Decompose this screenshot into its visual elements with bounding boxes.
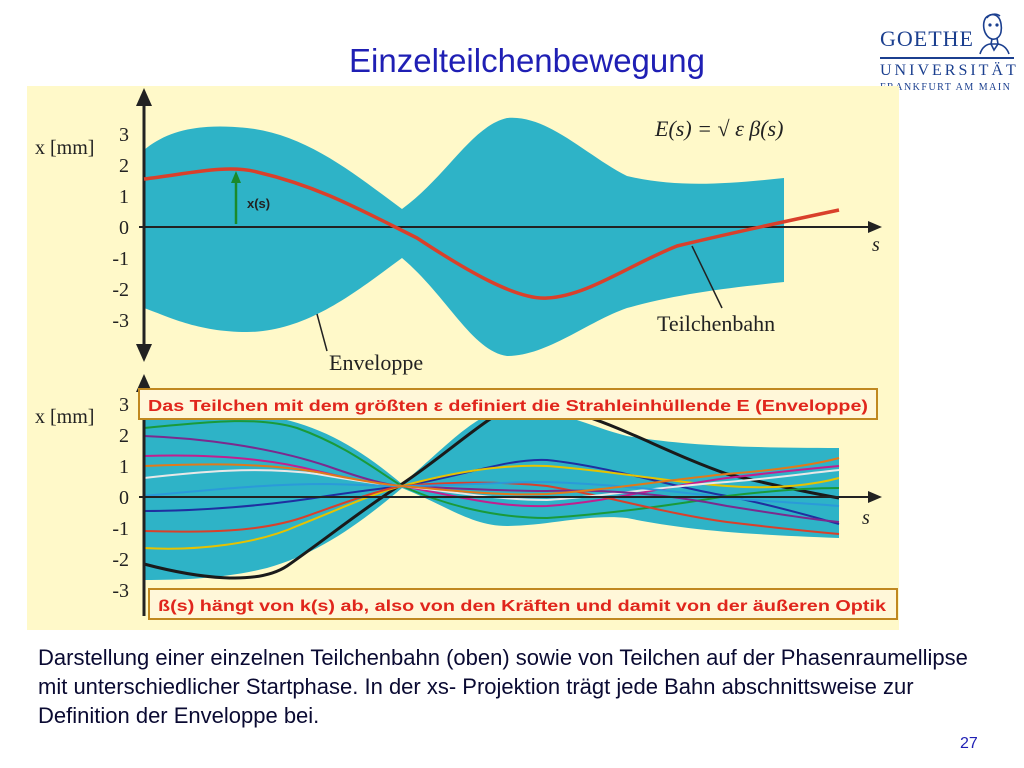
banner-bottom-box xyxy=(148,588,898,620)
banner-top-text: Das Teilchen mit dem größten ε definiert… xyxy=(148,398,868,415)
logo-line-goethe: GOETHE xyxy=(880,26,974,51)
bundle-trajectory-3 xyxy=(143,420,840,520)
trajectory-figure: x(s) x [mm] s E(s) = √ ε β(s) Teilchenba… xyxy=(27,86,899,630)
top-x-axis-arrow-down xyxy=(136,344,152,362)
top-tick-labels: 3 2 1 0 -1 -2 -3 xyxy=(112,124,129,332)
envelope-label: Enveloppe xyxy=(329,350,423,375)
top-tick-3: 3 xyxy=(119,124,129,146)
bottom-tick-2: 2 xyxy=(119,425,129,447)
formula-label: E(s) = √ ε β(s) xyxy=(654,116,783,141)
teilchenbahn-label: Teilchenbahn xyxy=(657,311,775,336)
top-axis-label: x [mm] xyxy=(35,137,94,159)
bottom-axis-label: x [mm] xyxy=(35,406,94,428)
bundle-trajectory-5 xyxy=(143,454,840,508)
top-tick--3: -3 xyxy=(112,310,129,332)
xs-arrow-head xyxy=(231,171,241,183)
top-single-trajectory xyxy=(143,167,840,300)
bottom-tick-1: 1 xyxy=(119,456,129,478)
top-envelope xyxy=(144,117,784,357)
top-tick--1: -1 xyxy=(112,248,129,270)
bottom-s-label: s xyxy=(862,507,870,529)
xs-label: x(s) xyxy=(247,196,270,211)
logo-divider xyxy=(880,57,1014,59)
top-s-label: s xyxy=(872,234,880,256)
logo-line-frankfurt: FRANKFURT AM MAIN xyxy=(880,82,1012,93)
bundle-trajectory-10 xyxy=(143,457,840,496)
top-tick--2: -2 xyxy=(112,279,129,301)
banner-top-box xyxy=(138,388,878,420)
slide-title: Einzelteilchenbewegung xyxy=(349,42,705,79)
banner-bottom-text: ß(s) hängt von k(s) ab, also von den Krä… xyxy=(158,598,886,615)
top-s-axis-arrow xyxy=(868,221,882,233)
bundle-trajectory-8 xyxy=(143,435,840,523)
bundle-trajectory-7 xyxy=(143,469,840,502)
bottom-tick-3: 3 xyxy=(119,394,129,416)
envelope-pointer-line xyxy=(316,313,328,352)
goethe-university-logo: GOETHE UNIVERSITÄT FRANKFURT AM MAIN xyxy=(878,10,1019,93)
bottom-tick--2: -2 xyxy=(112,549,129,571)
teilchenbahn-pointer-line xyxy=(691,245,723,309)
bottom-trajectory-bundle xyxy=(143,402,840,580)
bottom-tick--1: -1 xyxy=(112,518,129,540)
top-x-axis-arrow-up xyxy=(136,88,152,106)
bundle-trajectory-4 xyxy=(143,464,840,550)
slide-caption: Darstellung einer einzelnen Teilchenbahn… xyxy=(38,645,968,728)
logo-line-universitaet: UNIVERSITÄT xyxy=(880,62,1019,79)
bundle-trajectory-9 xyxy=(143,480,840,507)
top-tick-0: 0 xyxy=(119,217,129,239)
bottom-tick-0: 0 xyxy=(119,487,129,509)
top-tick-2: 2 xyxy=(119,155,129,177)
page-number: 27 xyxy=(960,735,978,752)
bottom-tick--3: -3 xyxy=(112,580,129,602)
goethe-portrait-icon xyxy=(979,13,1010,55)
bottom-x-axis-arrow-up xyxy=(136,374,152,392)
top-tick-1: 1 xyxy=(119,186,129,208)
bottom-s-axis-arrow xyxy=(868,491,882,503)
bottom-tick-labels: 3 2 1 0 -1 -2 -3 xyxy=(112,394,129,602)
